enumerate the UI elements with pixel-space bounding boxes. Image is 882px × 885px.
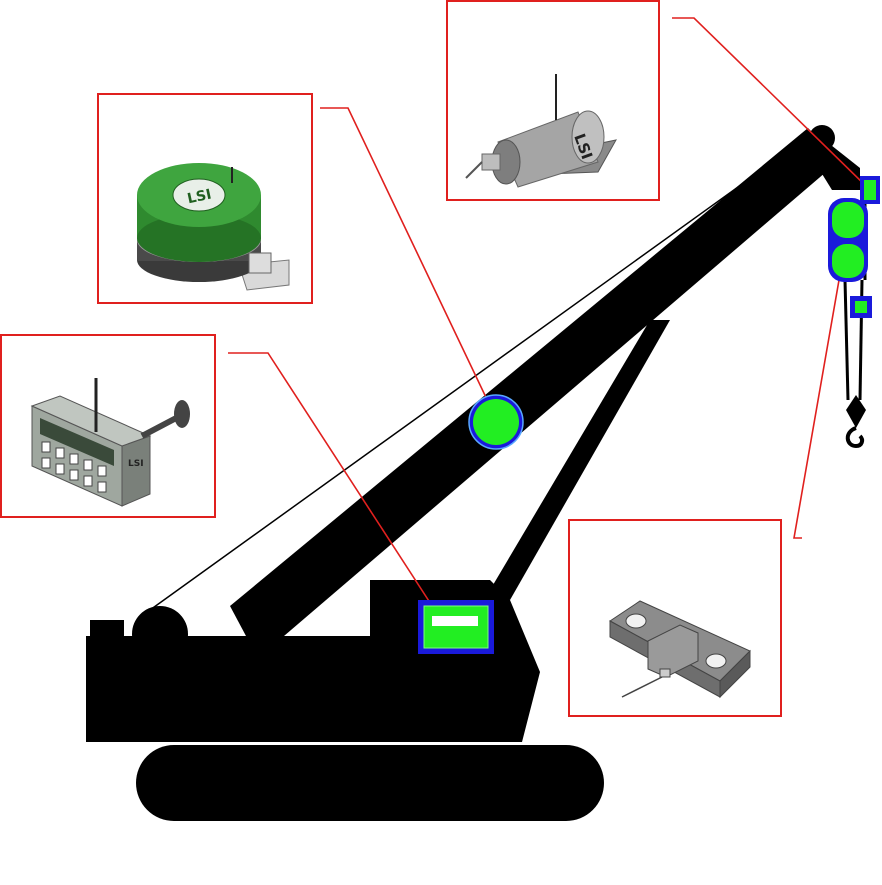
hook-rope-left: [845, 280, 848, 400]
callout-display-unit: LSI: [0, 334, 216, 518]
callout-line-load-cell: [794, 240, 846, 538]
drum-sensor-icon: LSI: [99, 95, 311, 302]
load-cell-marker[interactable]: [828, 198, 868, 282]
crane-track: [136, 745, 604, 821]
drum-sensor-marker[interactable]: [469, 395, 523, 449]
load-cell-icon: [570, 521, 780, 715]
counterweight-block: [90, 620, 124, 640]
display-unit-icon: LSI: [2, 336, 214, 516]
angle-sensor-marker[interactable]: [860, 176, 880, 204]
hook: [848, 428, 862, 446]
boom-foot-sheave: [132, 606, 188, 662]
anti-two-block-marker[interactable]: [850, 296, 872, 318]
angle-sensor-icon: LSI: [448, 2, 658, 199]
callout-load-cell: [568, 519, 782, 717]
callout-drum-sensor: LSI: [97, 93, 313, 304]
display-unit-marker[interactable]: [418, 600, 494, 654]
callout-angle-sensor: LSI: [446, 0, 660, 201]
display-brand: LSI: [128, 459, 144, 469]
